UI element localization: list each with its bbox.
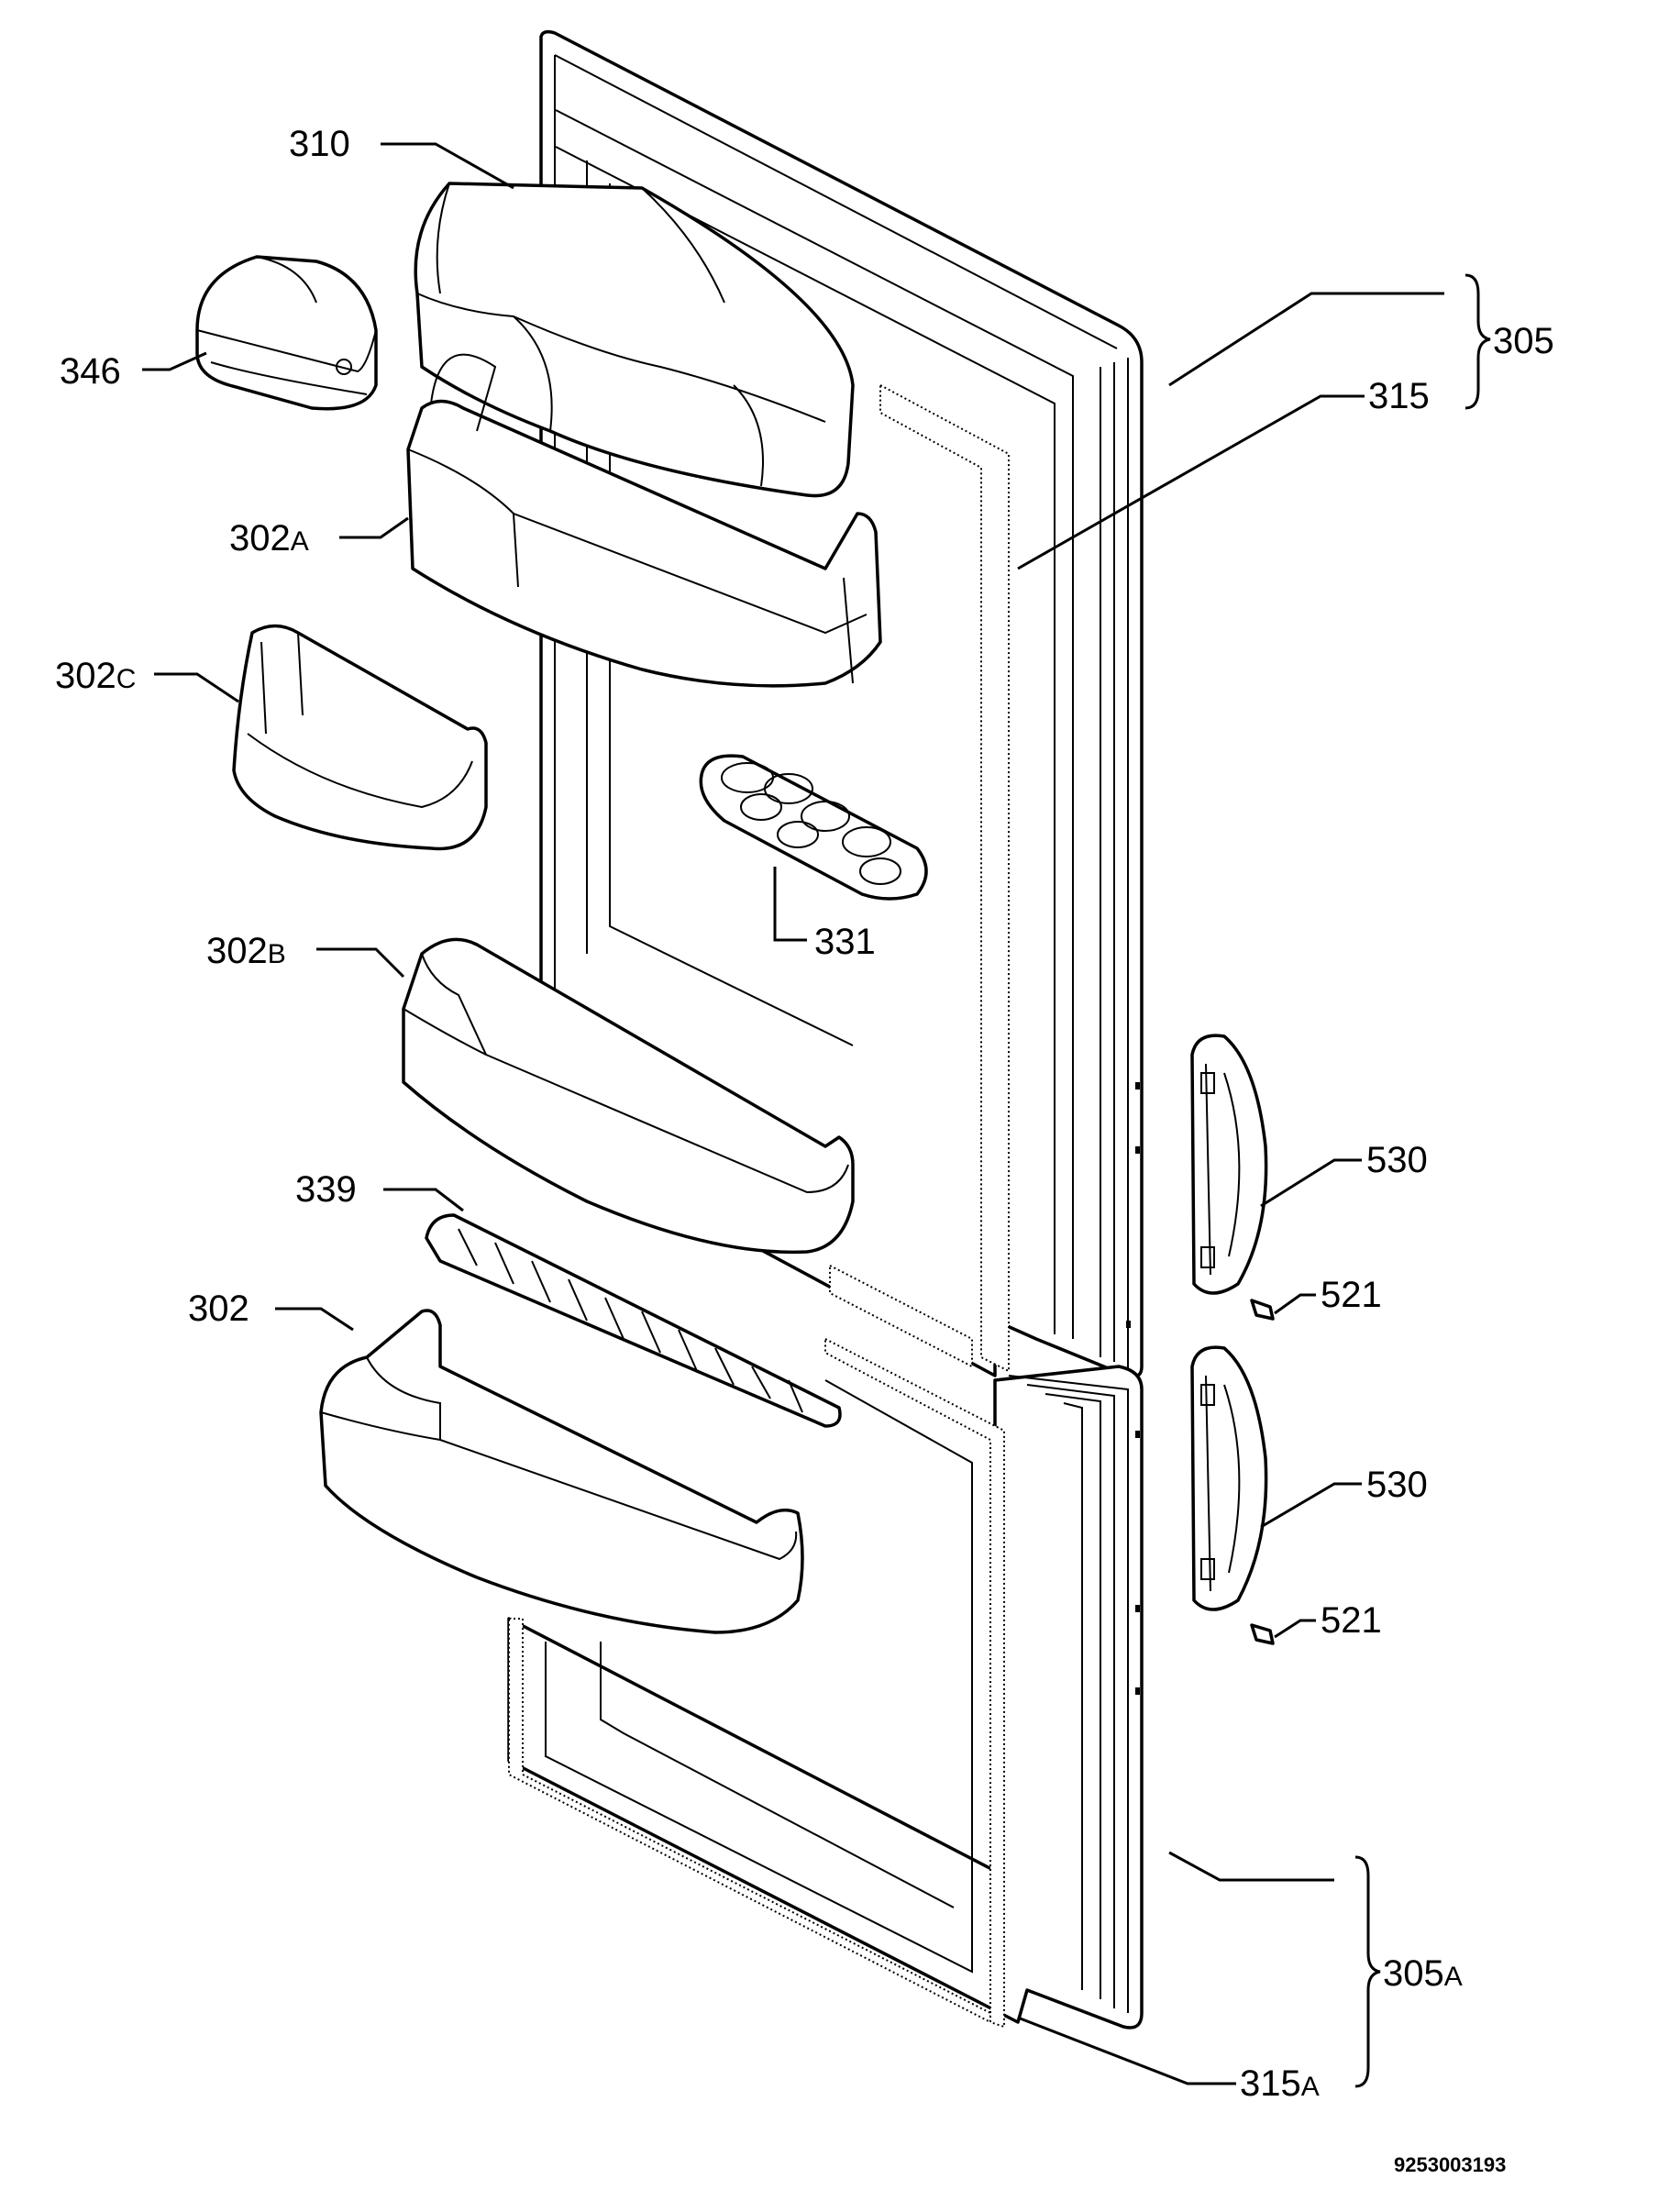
label-305a: 305A xyxy=(1383,1953,1463,1994)
label-331: 331 xyxy=(814,922,876,962)
label-310: 310 xyxy=(289,124,350,164)
label-521-upper: 521 xyxy=(1321,1275,1382,1315)
handle-530-upper xyxy=(1190,1034,1268,1295)
door-shelf-302 xyxy=(319,1309,804,1634)
handle-530-lower xyxy=(1190,1345,1268,1611)
dairy-compartment-cover-310 xyxy=(414,182,855,498)
door-shelf-302a xyxy=(406,353,882,688)
label-302: 302 xyxy=(188,1289,249,1329)
label-315: 315 xyxy=(1368,376,1430,416)
screw-521-lower xyxy=(1250,1623,1275,1645)
door-shelf-302b xyxy=(402,937,855,1255)
door-shelf-302c xyxy=(232,624,488,851)
brace-305a xyxy=(1354,1855,1381,2088)
label-302c: 302C xyxy=(55,656,136,696)
egg-tray-331 xyxy=(699,754,928,901)
label-302a: 302A xyxy=(229,518,309,559)
label-302b: 302B xyxy=(206,931,286,971)
screw-521-upper xyxy=(1250,1299,1275,1321)
lower-door xyxy=(507,1337,1144,2030)
bottle-rack-339 xyxy=(425,1213,842,1428)
label-339: 339 xyxy=(295,1169,357,1210)
label-530-upper: 530 xyxy=(1366,1140,1428,1180)
butter-dish-346 xyxy=(195,255,378,411)
leader-lines xyxy=(142,142,1444,2085)
label-530-lower: 530 xyxy=(1366,1465,1428,1505)
label-315a: 315A xyxy=(1240,2063,1320,2104)
document-code: 9253003193 xyxy=(1394,2153,1506,2176)
label-305: 305 xyxy=(1493,321,1554,361)
brace-305 xyxy=(1464,273,1491,410)
label-346: 346 xyxy=(60,351,121,392)
label-521-lower: 521 xyxy=(1321,1600,1382,1641)
